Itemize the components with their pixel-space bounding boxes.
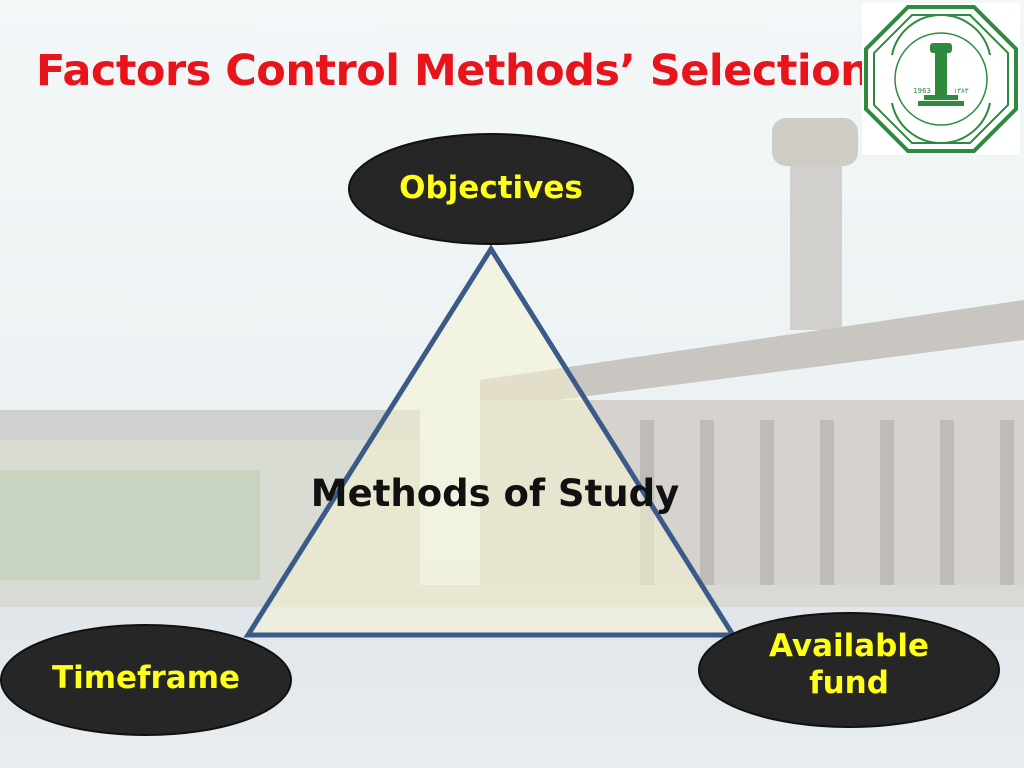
node-objectives-ellipse [348, 133, 634, 245]
university-seal-logo: 1963 ١٣٨٣ [862, 3, 1020, 155]
node-timeframe-label: Timeframe [51, 660, 241, 696]
slide-title: Factors Control Methods’ Selection [36, 46, 871, 96]
node-objectives-label: Objectives [399, 170, 583, 206]
node-fund-ellipse [698, 612, 1000, 728]
triangle [243, 244, 738, 638]
logo-year-right: ١٣٨٣ [953, 87, 968, 95]
node-fund-label: Available fund [768, 628, 930, 702]
center-label: Methods of Study [310, 472, 680, 515]
logo-year-left: 1963 [913, 87, 931, 95]
node-timeframe-ellipse [0, 624, 292, 736]
